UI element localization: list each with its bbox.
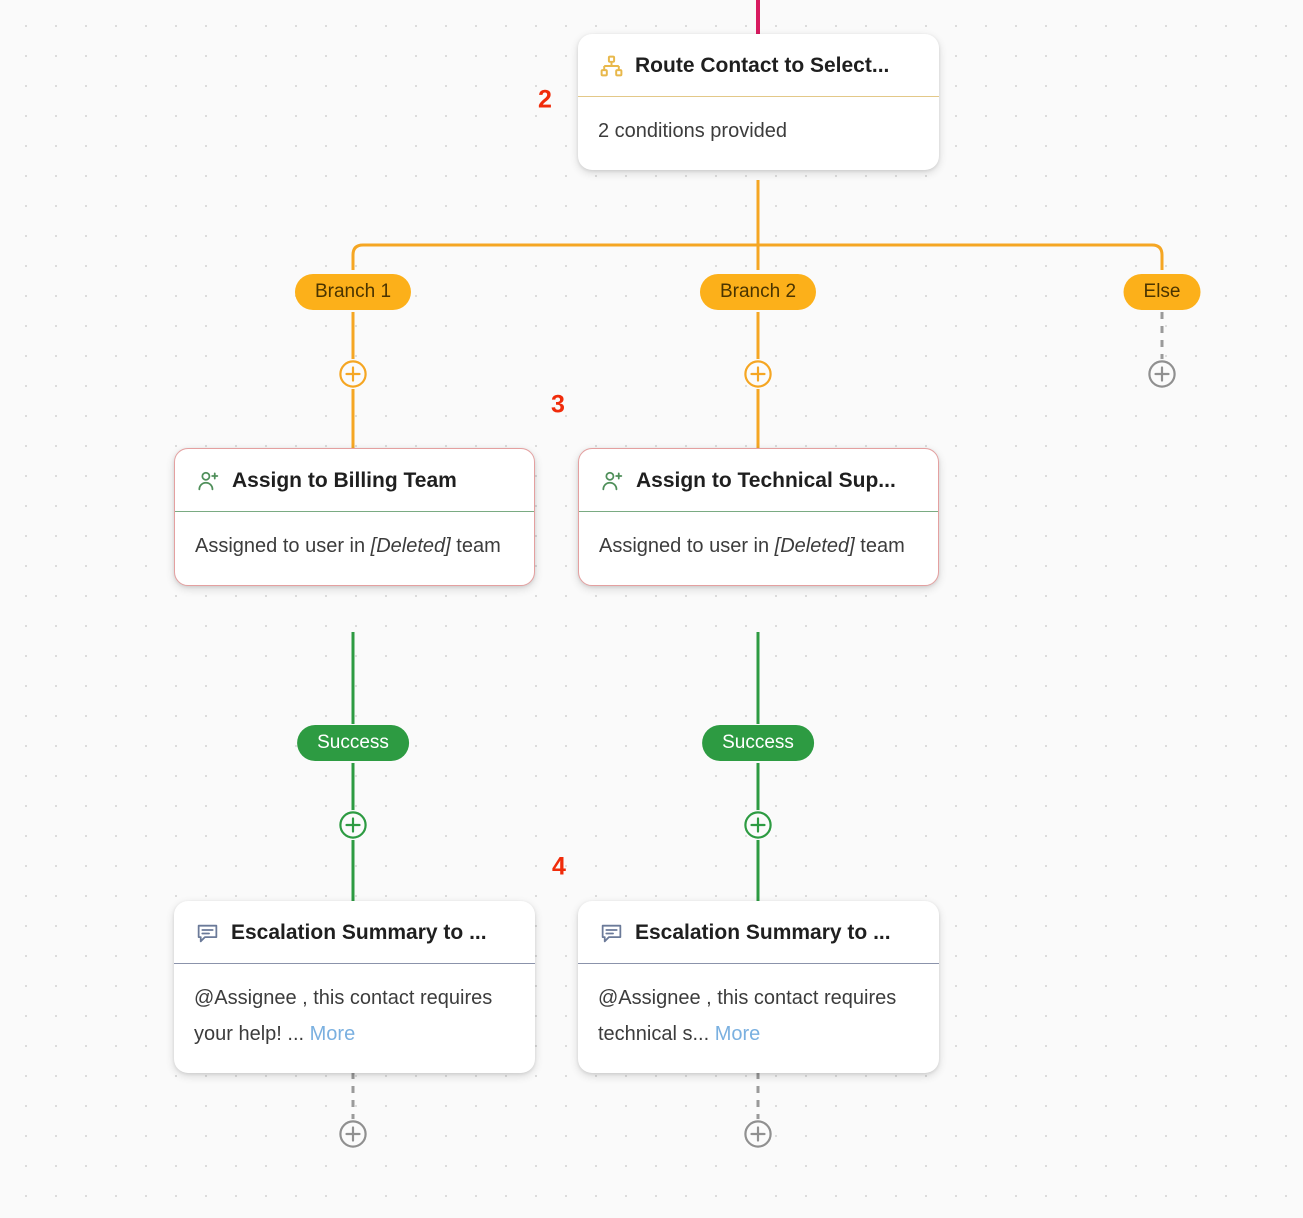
node-title: Assign to Technical Sup... [636, 469, 896, 492]
node-escalation-billing[interactable]: Escalation Summary to ... @Assignee , th… [174, 901, 535, 1073]
node-body: @Assignee , this contact requires techni… [578, 964, 939, 1072]
annotation-step-2: 2 [538, 85, 552, 114]
node-header: Escalation Summary to ... [174, 901, 535, 963]
node-divider [578, 963, 939, 965]
add-step-branch1-button[interactable] [338, 359, 368, 389]
note-comment-icon [194, 920, 220, 946]
node-assign-billing[interactable]: Assign to Billing Team Assigned to user … [174, 448, 535, 586]
assign-text-suffix: team [854, 535, 905, 558]
node-header: Assign to Billing Team [175, 449, 534, 511]
add-step-end-technical-button[interactable] [743, 1119, 773, 1149]
branch-label-else[interactable]: Else [1123, 274, 1201, 310]
node-title: Escalation Summary to ... [635, 921, 891, 944]
escalation-text: @Assignee , this contact requires techni… [598, 987, 897, 1045]
assign-text-suffix: team [450, 535, 501, 558]
node-title: Escalation Summary to ... [231, 921, 487, 944]
node-header: Escalation Summary to ... [578, 901, 939, 963]
branch-label-branch-1[interactable]: Branch 1 [294, 274, 412, 310]
node-divider [175, 511, 534, 513]
node-divider [174, 963, 535, 965]
add-step-end-billing-button[interactable] [338, 1119, 368, 1149]
branch-label-branch-2[interactable]: Branch 2 [699, 274, 817, 310]
sitemap-icon [598, 53, 624, 79]
person-add-icon [599, 468, 625, 494]
node-body: Assigned to user in [Deleted] team [175, 512, 534, 585]
person-add-icon [195, 468, 221, 494]
node-route-contact[interactable]: Route Contact to Select... 2 conditions … [578, 34, 939, 170]
add-step-branch2-button[interactable] [743, 359, 773, 389]
node-title: Assign to Billing Team [232, 469, 457, 492]
node-body: @Assignee , this contact requires your h… [174, 964, 535, 1072]
assign-text-prefix: Assigned to user in [599, 535, 775, 558]
outcome-label-success-technical[interactable]: Success [702, 725, 814, 761]
annotation-step-3: 3 [551, 390, 565, 419]
node-header: Assign to Technical Sup... [579, 449, 938, 511]
assign-team-deleted: [Deleted] [370, 535, 451, 558]
wire-branch-bus [351, 243, 1164, 270]
node-escalation-technical[interactable]: Escalation Summary to ... @Assignee , th… [578, 901, 939, 1073]
annotation-step-4: 4 [552, 852, 566, 881]
node-body: 2 conditions provided [598, 120, 788, 143]
more-link[interactable]: More [714, 1022, 761, 1045]
more-link[interactable]: More [309, 1022, 356, 1045]
outcome-label-success-billing[interactable]: Success [297, 725, 409, 761]
note-comment-icon [598, 920, 624, 946]
node-divider [578, 96, 939, 98]
add-step-else-button[interactable] [1147, 359, 1177, 389]
add-step-success-billing-button[interactable] [338, 810, 368, 840]
add-step-success-technical-button[interactable] [743, 810, 773, 840]
assign-text-prefix: Assigned to user in [195, 535, 371, 558]
node-title: Route Contact to Select... [635, 54, 890, 77]
node-assign-technical[interactable]: Assign to Technical Sup... Assigned to u… [578, 448, 939, 586]
node-header: Route Contact to Select... [578, 34, 939, 96]
assign-team-deleted: [Deleted] [774, 535, 855, 558]
node-divider [579, 511, 938, 513]
node-body: Assigned to user in [Deleted] team [579, 512, 938, 585]
escalation-text: @Assignee , this contact requires your h… [194, 987, 493, 1045]
